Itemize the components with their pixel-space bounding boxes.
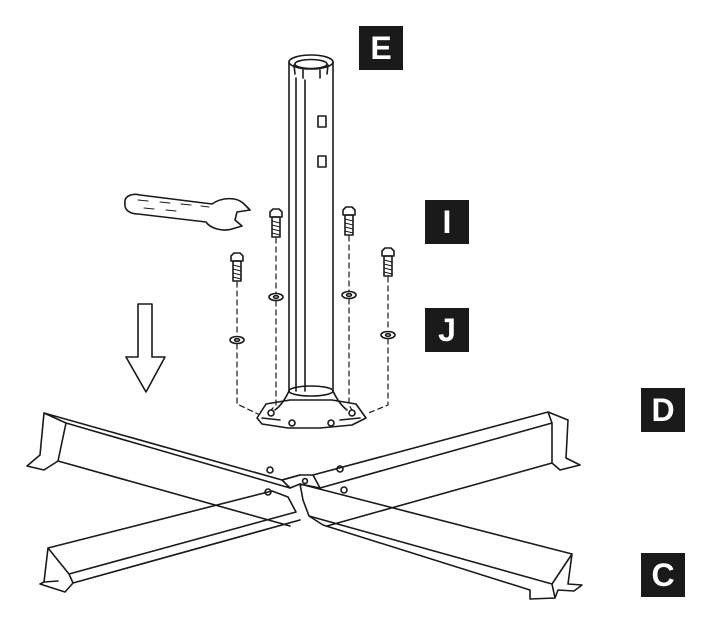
part-label-d: D — [641, 388, 685, 432]
wrench — [124, 193, 251, 231]
cross-base — [26, 411, 583, 600]
washer — [268, 292, 284, 302]
cross-arm-back-right — [312, 411, 581, 527]
bolt — [342, 206, 356, 236]
part-label-i: I — [425, 200, 469, 244]
hole — [340, 486, 348, 494]
pole — [256, 54, 367, 429]
cross-arm-front-left — [39, 490, 301, 593]
hole — [301, 477, 309, 485]
washer — [380, 330, 396, 340]
cross-center — [281, 474, 321, 489]
down-arrow — [125, 303, 166, 393]
bolt — [230, 252, 244, 282]
part-label-c: C — [641, 553, 685, 597]
hole — [336, 465, 344, 473]
cross-arm-back-left — [26, 412, 301, 527]
bolt — [381, 247, 395, 277]
washer — [341, 290, 357, 300]
hole — [266, 466, 274, 474]
assembly-guide-lines — [236, 235, 389, 415]
washer — [229, 335, 245, 345]
part-label-j: J — [425, 308, 469, 352]
bolt — [269, 208, 283, 238]
pole-slot — [317, 115, 327, 128]
cross-arm-front-right — [299, 483, 583, 600]
hole — [264, 488, 272, 496]
part-label-e: E — [359, 26, 403, 70]
pole-slot — [317, 155, 327, 168]
